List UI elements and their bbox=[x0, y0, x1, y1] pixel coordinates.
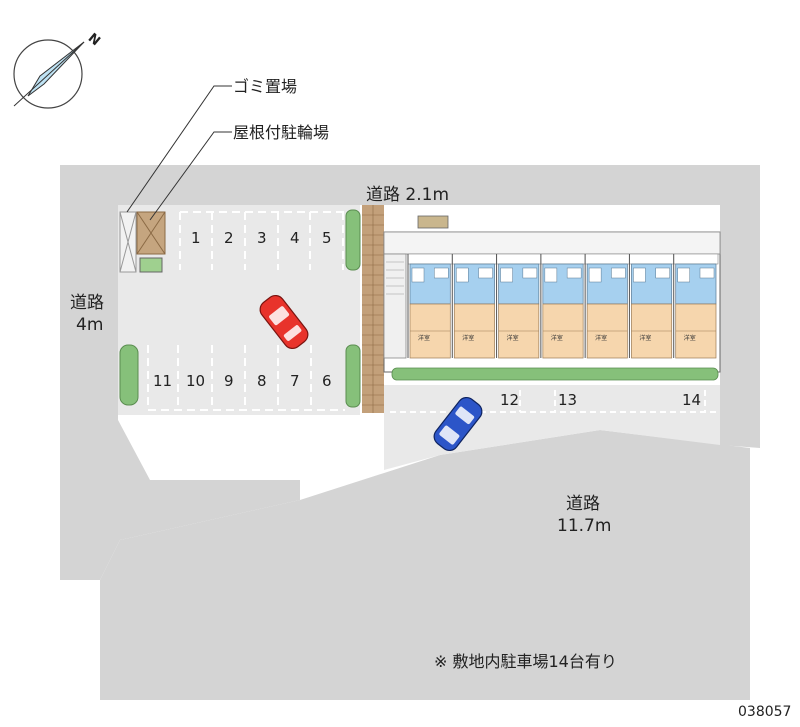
unit-4: 洋室 bbox=[540, 253, 586, 359]
parking-space-4: 4 bbox=[290, 229, 300, 247]
parking-space-7: 7 bbox=[290, 372, 300, 390]
compass-ring bbox=[13, 39, 83, 109]
callout-lines bbox=[126, 85, 232, 221]
parking-note: ※ 敷地内駐車場14台有り bbox=[434, 652, 617, 671]
unit-room-label: 洋室 bbox=[595, 334, 607, 342]
unit-room-label: 洋室 bbox=[418, 334, 430, 342]
unit-3: 洋室 bbox=[496, 253, 542, 359]
parking-space-10: 10 bbox=[186, 372, 205, 390]
stair-treads bbox=[386, 261, 404, 295]
parking-space-14: 14 bbox=[682, 391, 701, 409]
parking-space-13: 13 bbox=[558, 391, 577, 409]
east-strip bbox=[720, 200, 760, 448]
compass-north-label: N bbox=[85, 31, 103, 49]
west-road-label-line2: 4m bbox=[76, 315, 103, 335]
parking-space-9: 9 bbox=[224, 372, 234, 390]
parking-space-12: 12 bbox=[500, 391, 519, 409]
bottom-stall-lines bbox=[147, 345, 345, 411]
bicycle-leader bbox=[149, 131, 232, 221]
unit-1: 洋室 bbox=[407, 253, 453, 359]
compass-needle bbox=[27, 41, 85, 97]
parking-space-8: 8 bbox=[257, 372, 267, 390]
garbage-callout-label: ゴミ置場 bbox=[233, 77, 297, 96]
red-car bbox=[259, 294, 309, 350]
garbage-area-cross bbox=[119, 211, 137, 273]
parking-space-2: 2 bbox=[224, 229, 234, 247]
top-stall-lines bbox=[179, 211, 345, 270]
unit-room-label: 洋室 bbox=[507, 334, 519, 342]
unit-room-label: 洋室 bbox=[462, 334, 474, 342]
south-road-label-line2: 11.7m bbox=[557, 516, 611, 536]
parking-space-5: 5 bbox=[322, 229, 332, 247]
parking-space-11: 11 bbox=[153, 372, 172, 390]
hedge-bottom-right bbox=[345, 344, 361, 408]
parking-space-3: 3 bbox=[257, 229, 267, 247]
building-roofline bbox=[383, 231, 721, 255]
unit-6: 洋室 bbox=[628, 253, 675, 359]
roads bbox=[60, 165, 760, 700]
blue-car bbox=[433, 396, 483, 452]
north-road bbox=[118, 165, 760, 205]
west-road-label-line1: 道路 bbox=[70, 293, 104, 313]
west-road bbox=[60, 165, 300, 580]
compass: N bbox=[13, 31, 103, 109]
bicycle-callout-label: 屋根付駐輪場 bbox=[233, 123, 329, 142]
bicycle-shelter-cross bbox=[136, 211, 166, 255]
unit-room-label: 洋室 bbox=[684, 334, 696, 342]
unit-5: 洋室 bbox=[584, 253, 630, 359]
hedge-left bbox=[119, 344, 139, 406]
compass-needle-line bbox=[13, 41, 85, 107]
property-code: 038057 bbox=[738, 704, 791, 720]
front-hedge-row bbox=[391, 367, 719, 381]
parking-space-6: 6 bbox=[322, 372, 332, 390]
mail-box bbox=[417, 215, 449, 229]
brick-walkway bbox=[362, 205, 384, 413]
hedge-top-right bbox=[345, 209, 361, 271]
unit-room-label: 洋室 bbox=[551, 334, 563, 342]
parking-space-1: 1 bbox=[191, 229, 201, 247]
garbage-bin bbox=[139, 257, 163, 273]
north-road-label: 道路 2.1m bbox=[366, 185, 449, 205]
building-units: 洋室 洋室 洋室 洋室 洋室 洋室 洋室 bbox=[407, 253, 719, 359]
unit-7: 洋室 bbox=[673, 253, 719, 359]
unit-room-label: 洋室 bbox=[639, 334, 651, 342]
unit-2: 洋室 bbox=[451, 253, 497, 359]
south-road-label-line1: 道路 bbox=[566, 494, 600, 514]
apartment-building: 洋室 洋室 洋室 洋室 洋室 洋室 洋室 bbox=[383, 215, 721, 381]
stair-landing bbox=[383, 253, 407, 359]
garbage-leader bbox=[126, 85, 232, 213]
south-road bbox=[100, 430, 750, 700]
parking-lot bbox=[118, 205, 361, 415]
